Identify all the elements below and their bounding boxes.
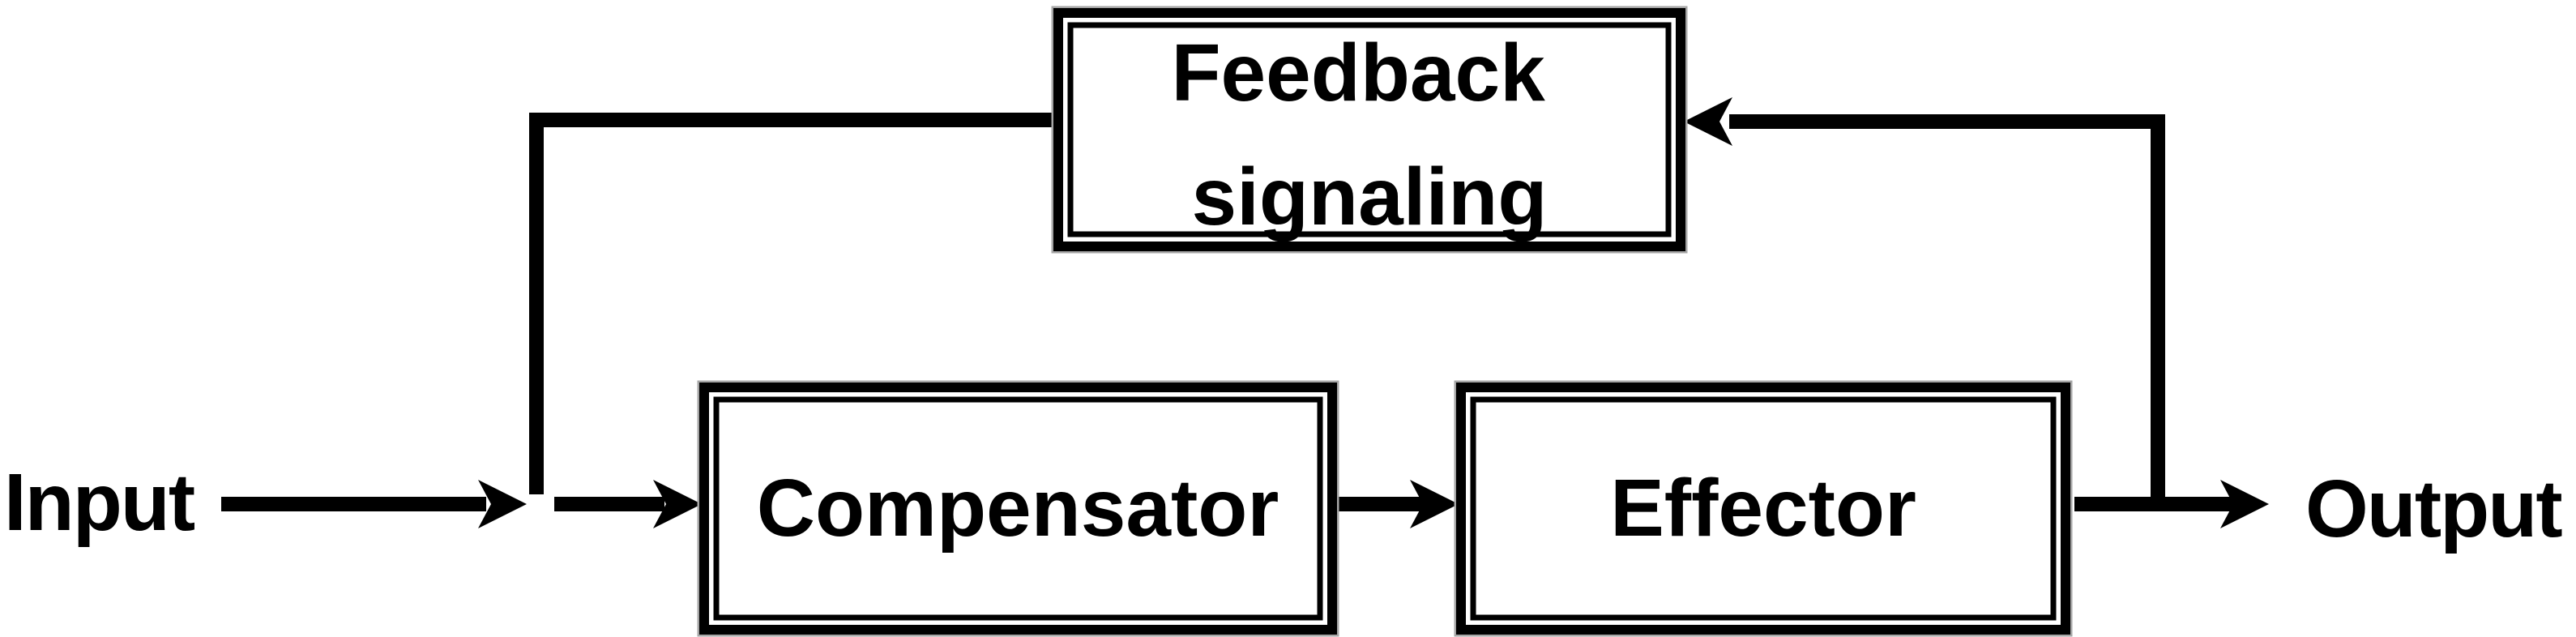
effector-box: Effector <box>1454 380 2073 637</box>
output-arrow <box>2074 480 2269 528</box>
output-arrowhead <box>2220 480 2269 528</box>
feedback-signaling-box: Feedback signaling <box>1051 0 1688 254</box>
input-arrowhead <box>478 480 527 528</box>
effector-label: Effector <box>1610 463 1916 554</box>
feedback-box-inner-border <box>1067 22 1672 237</box>
output-to-feedback-path <box>1684 97 2165 501</box>
input-arrow <box>221 480 527 528</box>
junction-arrow <box>554 480 702 528</box>
compensator-to-effector-arrow <box>1339 480 1459 528</box>
compensator-to-effector-arrowhead <box>1410 480 1459 528</box>
feedback-signaling-label: Feedback signaling <box>1171 0 1567 242</box>
compensator-label: Compensator <box>757 463 1279 554</box>
compensator-box-inner-border <box>713 396 1323 621</box>
feedback-return-path <box>529 113 1053 494</box>
compensator-box: Compensator <box>697 380 1339 637</box>
feedback-input-arrowhead <box>1684 97 1732 146</box>
effector-box-inner-border <box>1470 396 2057 621</box>
output-label: Output <box>2305 464 2562 554</box>
input-label: Input <box>4 457 195 548</box>
junction-arrowhead <box>653 480 702 528</box>
